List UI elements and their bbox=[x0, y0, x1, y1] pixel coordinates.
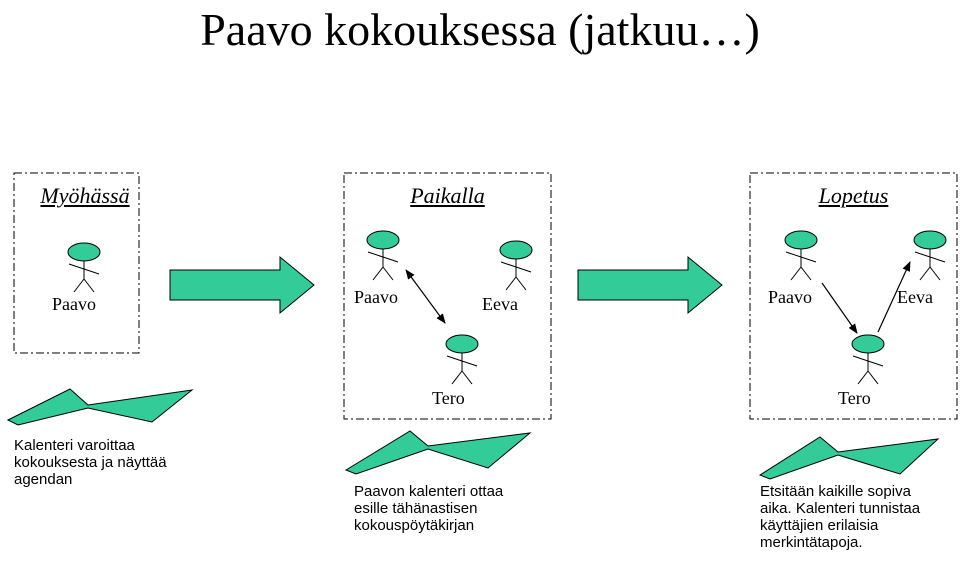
panel-frame-end bbox=[749, 172, 958, 420]
connection-arrow bbox=[877, 261, 911, 333]
caption-late: Kalenteri varoittaa kokouksesta ja näytt… bbox=[14, 437, 167, 488]
person-label-tero: Tero bbox=[432, 388, 465, 408]
connection-arrow bbox=[405, 269, 446, 324]
person-label-paavo: Paavo bbox=[768, 287, 812, 307]
right-arrow-icon bbox=[169, 255, 315, 315]
panel-frame-late bbox=[13, 172, 140, 354]
panel-title-present: Paikalla bbox=[410, 183, 485, 208]
stick-figure-icon bbox=[445, 334, 479, 385]
stick-figure-icon bbox=[784, 230, 818, 281]
person-label-tero: Tero bbox=[838, 388, 871, 408]
stick-figure-icon bbox=[851, 334, 885, 385]
panel-title-end: Lopetus bbox=[818, 183, 889, 208]
lightning-icon bbox=[6, 388, 194, 426]
stick-figure-icon bbox=[913, 230, 947, 281]
stick-figure-icon bbox=[499, 240, 533, 291]
connection-arrow bbox=[821, 282, 858, 334]
right-arrow-icon bbox=[577, 255, 723, 315]
person-label-paavo: Paavo bbox=[52, 294, 96, 314]
stick-figure-icon bbox=[67, 242, 101, 293]
lightning-icon bbox=[758, 436, 940, 480]
slide-title: Paavo kokouksessa (jatkuu…) bbox=[200, 4, 760, 55]
caption-present: Paavon kalenteri ottaa esille tähänastis… bbox=[354, 483, 504, 534]
person-label-paavo: Paavo bbox=[354, 287, 398, 307]
stick-figure-icon bbox=[366, 230, 400, 281]
panel-title-late: Myöhässä bbox=[40, 183, 130, 208]
panel-frame-present bbox=[343, 172, 552, 420]
person-label-eeva: Eeva bbox=[482, 294, 518, 314]
person-label-eeva: Eeva bbox=[897, 287, 933, 307]
caption-end: Etsitään kaikille sopiva aika. Kalenteri… bbox=[760, 483, 921, 551]
lightning-icon bbox=[344, 430, 532, 475]
